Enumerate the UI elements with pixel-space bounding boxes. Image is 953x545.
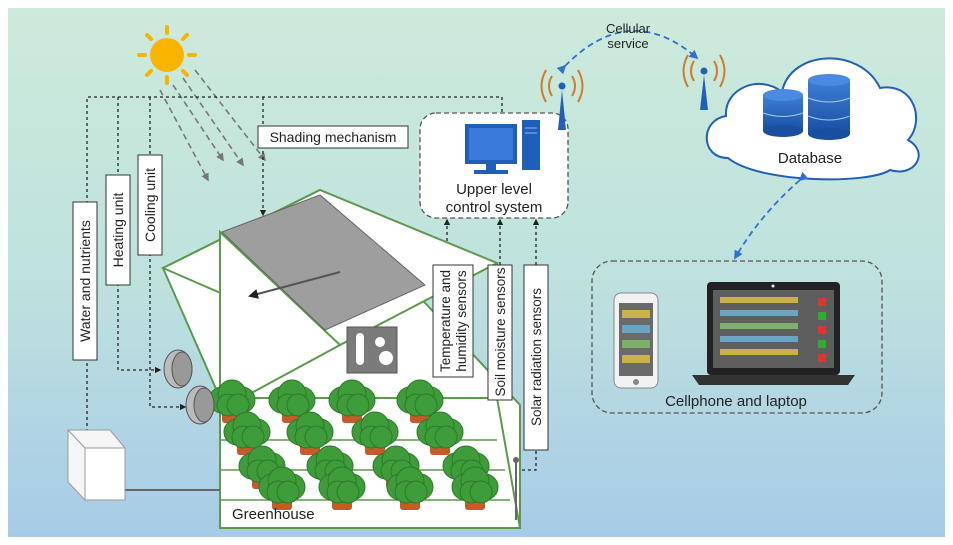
water-nutrients-label-box: Water and nutrients xyxy=(72,201,98,361)
sunlight-rays xyxy=(159,69,266,182)
greenhouse-label: Greenhouse xyxy=(232,506,315,523)
soil-moisture-label-box: Soil moisture sensors xyxy=(487,264,513,401)
control-line1: Upper level xyxy=(456,181,532,198)
water-label: Water and nutrients xyxy=(77,220,93,342)
database-icon xyxy=(762,74,851,140)
plant-icon xyxy=(416,411,464,455)
plant-icon xyxy=(328,379,376,423)
plants xyxy=(208,379,499,510)
plant-icon xyxy=(396,379,444,423)
solar-sensor-pole xyxy=(513,457,519,520)
phone-icon xyxy=(613,292,659,389)
plant-icon xyxy=(258,466,306,510)
plant-icon xyxy=(386,466,434,510)
plant-icon xyxy=(318,466,366,510)
solar-radiation-label-box: Solar radiation sensors xyxy=(523,264,549,451)
plant-icon xyxy=(351,411,399,455)
plant-icon xyxy=(223,411,271,455)
computer-icon xyxy=(465,120,540,174)
cooling-label: Cooling unit xyxy=(142,168,158,242)
devices-label: Cellphone and laptop xyxy=(665,393,807,410)
sun-icon xyxy=(137,25,197,85)
tank-icon xyxy=(67,429,126,501)
sensor-box-icon xyxy=(346,326,398,374)
cellular-link xyxy=(556,29,699,75)
heating-unit-label-box: Heating unit xyxy=(105,174,131,286)
heating-label: Heating unit xyxy=(110,193,126,268)
laptop-icon xyxy=(692,282,855,385)
plant-icon xyxy=(208,379,256,423)
database-label: Database xyxy=(778,150,842,167)
shade-panel xyxy=(221,194,426,331)
fan-icon xyxy=(185,385,215,425)
devices-box: Cellphone and laptop xyxy=(591,260,883,414)
control-line2: control system xyxy=(446,199,543,216)
cooling-unit-label-box: Cooling unit xyxy=(137,154,163,256)
cloud-device-link xyxy=(734,171,809,260)
cellular-line2: service xyxy=(607,36,648,51)
temp-humidity-label-box: Temperature and humidity sensors xyxy=(432,264,474,378)
temp-humidity-line1: Temperature and xyxy=(438,270,453,372)
shading-label: Shading mechanism xyxy=(270,129,397,145)
plant-icon xyxy=(286,411,334,455)
solar-radiation-label: Solar radiation sensors xyxy=(529,288,544,426)
soil-moisture-label: Soil moisture sensors xyxy=(493,267,508,396)
cellular-line1: Cellular xyxy=(606,21,651,36)
fan-icon xyxy=(163,349,193,389)
plant-icon xyxy=(451,466,499,510)
control-system-box: Upper level control system xyxy=(419,112,569,219)
plant-icon xyxy=(268,379,316,423)
temp-humidity-line2: humidity sensors xyxy=(454,270,469,372)
